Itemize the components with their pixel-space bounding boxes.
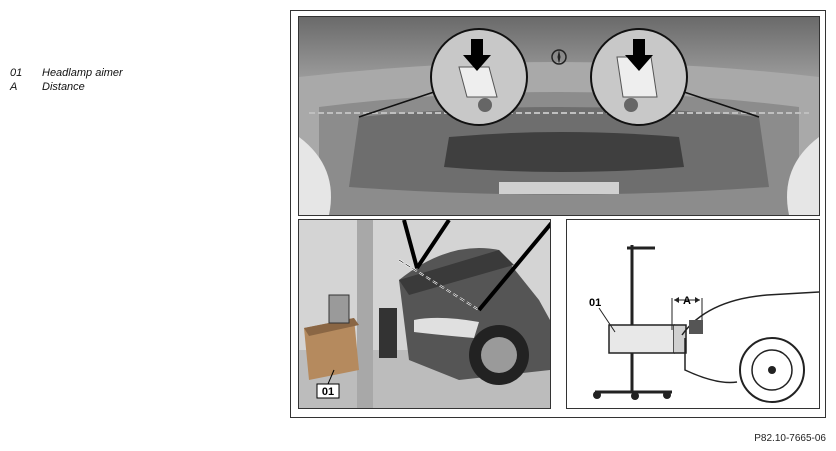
callout-distance: A	[683, 295, 691, 307]
callout-aimer-diagram: 01	[589, 297, 601, 309]
legend-item-headlamp-aimer: 01 Headlamp aimer	[10, 66, 123, 80]
engine-bay-photo	[298, 16, 820, 216]
callout-aimer-photo: 01	[322, 386, 334, 398]
distance-diagram-drawing: A 01	[567, 220, 819, 408]
legend-label: Distance	[42, 81, 85, 93]
legend-label: Headlamp aimer	[42, 67, 123, 79]
figure-reference: P82.10-7665-06	[754, 433, 826, 444]
car-aimer-illustration: 01	[299, 220, 550, 408]
figure-frame: 01	[290, 10, 826, 418]
distance-diagram: A 01	[566, 219, 820, 409]
car-aimer-photo: 01	[298, 219, 551, 409]
legend-code: A	[10, 81, 18, 93]
legend: 01 Headlamp aimer A Distance	[10, 66, 123, 94]
legend-item-distance: A Distance	[10, 80, 123, 94]
legend-code: 01	[10, 67, 23, 79]
engine-bay-illustration	[299, 17, 819, 215]
